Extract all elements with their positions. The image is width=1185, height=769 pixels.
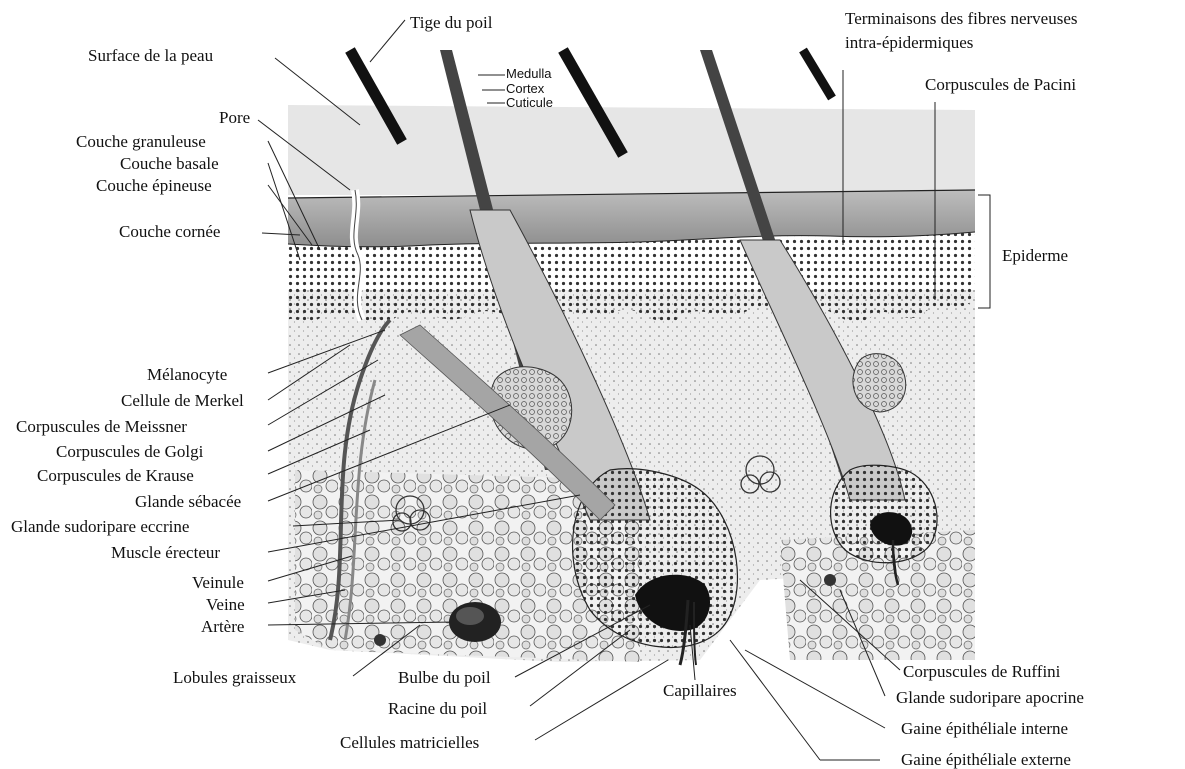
label-lobules-graisseux: Lobules graisseux xyxy=(173,668,297,687)
label-glande-apocrine: Glande sudoripare apocrine xyxy=(896,688,1084,707)
label-veine: Veine xyxy=(206,595,245,614)
label-pore: Pore xyxy=(219,108,250,127)
label-couche-epineuse: Couche épineuse xyxy=(96,176,212,195)
label-melanocyte: Mélanocyte xyxy=(147,365,227,384)
label-terminaisons-1: Terminaisons des fibres nerveuses xyxy=(845,9,1078,28)
label-medulla: Medulla xyxy=(506,66,552,81)
label-couche-cornee: Couche cornée xyxy=(119,222,220,241)
label-cellules-matricielles: Cellules matricielles xyxy=(340,733,479,752)
label-couche-granuleuse: Couche granuleuse xyxy=(76,132,206,151)
label-artere: Artère xyxy=(201,617,244,636)
label-corpuscules-pacini: Corpuscules de Pacini xyxy=(925,75,1076,94)
label-glande-eccrine: Glande sudoripare eccrine xyxy=(11,517,189,536)
label-veinule: Veinule xyxy=(192,573,244,592)
label-couche-basale: Couche basale xyxy=(120,154,219,173)
label-tige-du-poil: Tige du poil xyxy=(410,13,493,32)
label-glande-sebacee: Glande sébacée xyxy=(135,492,241,511)
label-capillaires: Capillaires xyxy=(663,681,737,700)
label-epiderme: Epiderme xyxy=(1002,246,1068,265)
label-gaine-externe: Gaine épithéliale externe xyxy=(901,750,1071,769)
label-corpuscules-golgi: Corpuscules de Golgi xyxy=(56,442,204,461)
label-corpuscules-ruffini: Corpuscules de Ruffini xyxy=(903,662,1061,681)
label-corpuscules-krause: Corpuscules de Krause xyxy=(37,466,194,485)
epidermis-bracket xyxy=(978,195,990,308)
label-cortex: Cortex xyxy=(506,81,545,96)
label-terminaisons-2: intra-épidermiques xyxy=(845,33,973,52)
label-muscle-erecteur: Muscle érecteur xyxy=(111,543,220,562)
label-cuticule: Cuticule xyxy=(506,95,553,110)
label-surface-peau: Surface de la peau xyxy=(88,46,214,65)
label-bulbe-du-poil: Bulbe du poil xyxy=(398,668,491,687)
label-gaine-interne: Gaine épithéliale interne xyxy=(901,719,1068,738)
label-corpuscules-meissner: Corpuscules de Meissner xyxy=(16,417,187,436)
label-cellule-merkel: Cellule de Merkel xyxy=(121,391,244,410)
label-racine-du-poil: Racine du poil xyxy=(388,699,487,718)
